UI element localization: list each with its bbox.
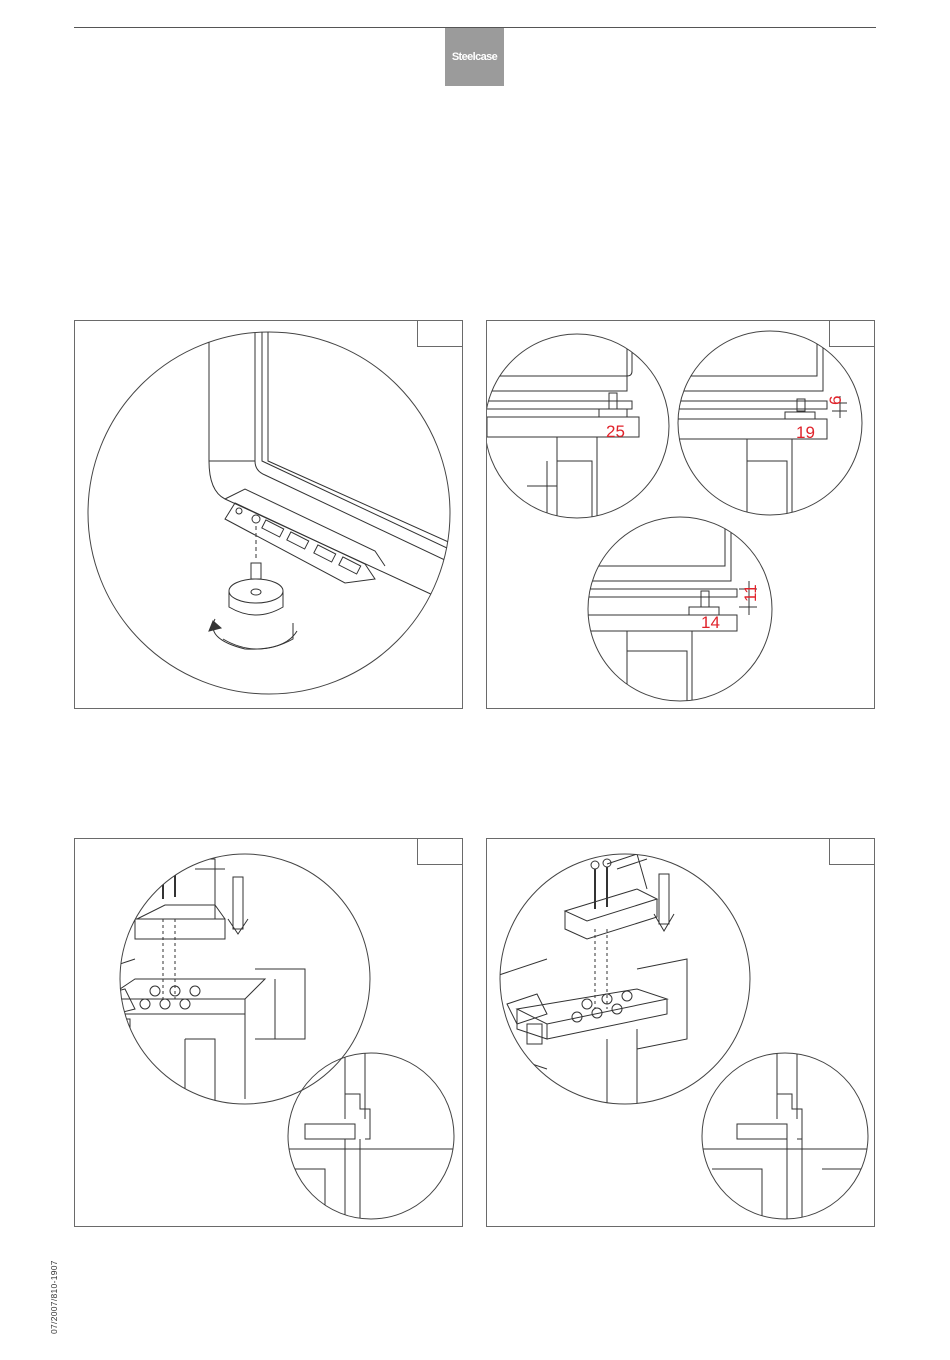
dimension-d: 14: [701, 613, 720, 632]
panel-connector-bracket-a: [74, 838, 463, 1227]
panel-height-options: 25 19 6 14 11: [486, 320, 875, 709]
dimension-c: 6: [826, 396, 845, 405]
connector-bracket-a-illustration: [75, 839, 463, 1227]
glide-adjustment-illustration: [75, 321, 463, 709]
panel-connector-bracket-b: [486, 838, 875, 1227]
steelcase-logo: Steelcase: [445, 28, 504, 86]
height-options-illustration: 25 19 6 14 11: [487, 321, 875, 709]
dimension-b: 19: [796, 423, 815, 442]
dimension-e: 11: [741, 584, 760, 602]
connector-bracket-b-illustration: [487, 839, 875, 1227]
dimension-a: 25: [606, 422, 625, 441]
document-code: 07/2007/810-1907: [49, 1314, 59, 1334]
panel-glide-adjustment: [74, 320, 463, 709]
